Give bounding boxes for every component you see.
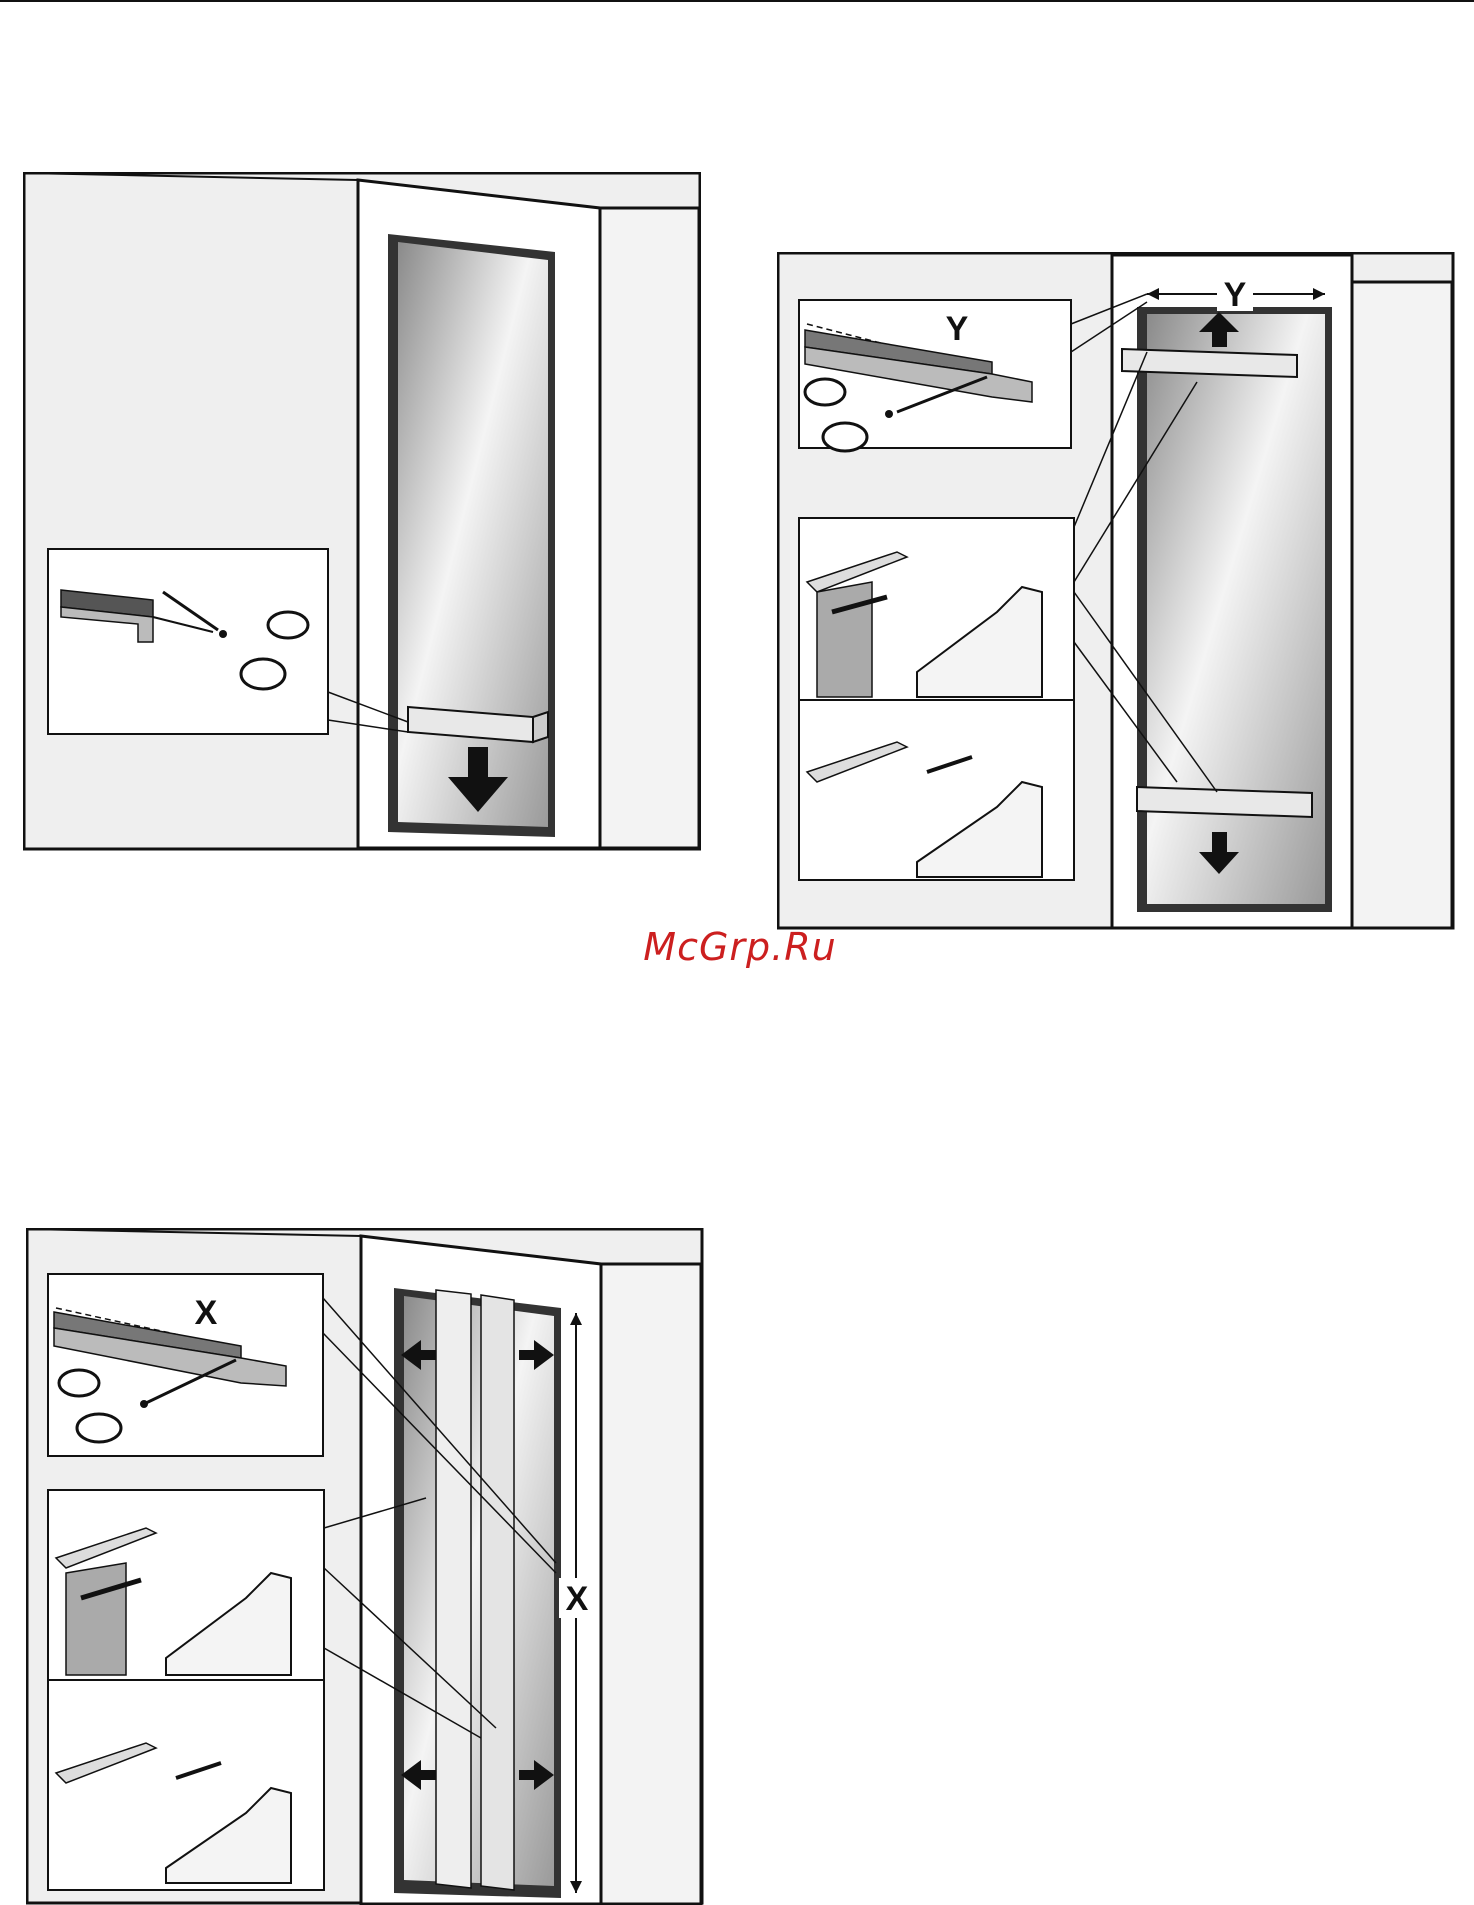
dim-label-y: Y bbox=[1224, 276, 1247, 314]
figure-3-mount-strips-x: X X bbox=[26, 1228, 706, 1905]
inset-label-y: Y bbox=[946, 310, 969, 348]
dim-label-x: X bbox=[566, 1580, 589, 1618]
inset-label-x: X bbox=[195, 1294, 218, 1332]
figure-2-mount-strips-y: Y Y bbox=[777, 252, 1457, 932]
figure-1-cut-strip bbox=[23, 172, 701, 852]
header-rule bbox=[0, 0, 1474, 2]
watermark-text: McGrp.Ru bbox=[600, 925, 880, 969]
